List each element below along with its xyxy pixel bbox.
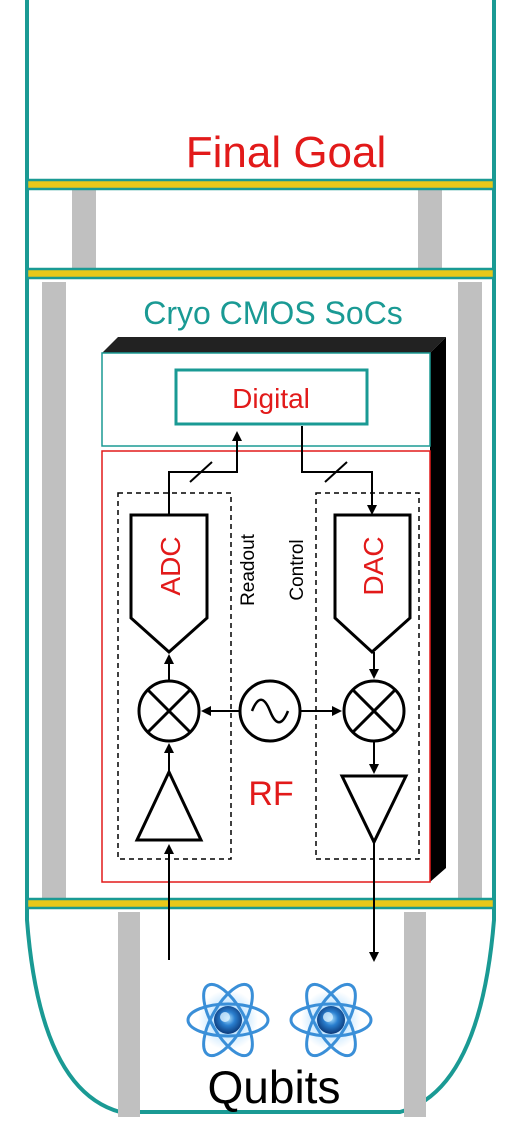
digital-bus (168, 426, 377, 515)
qubits-label: Qubits (208, 1061, 341, 1113)
cryostat-outline (25, 0, 496, 1114)
digital-block (174, 368, 369, 426)
oscillator (238, 679, 302, 743)
readout-label: Readout (238, 533, 259, 606)
qubit-icon-left (186, 982, 270, 1058)
readout-mixer (137, 679, 201, 743)
stage-plates (25, 178, 496, 910)
digital-label: Digital (232, 383, 310, 414)
control-mixer (342, 679, 406, 743)
qubit-icon-right (289, 982, 373, 1058)
control-driver (339, 774, 409, 846)
control-label: Control (287, 539, 308, 600)
cryo-cmos-title: Cryo CMOS SoCs (143, 295, 403, 331)
rf-label: RF (248, 775, 293, 813)
dac-label: DAC (358, 536, 389, 595)
readout-channel-box (117, 492, 232, 860)
support-posts (42, 188, 482, 1117)
dac-block (333, 513, 412, 655)
signal-paths (164, 652, 379, 962)
adc-block (129, 513, 209, 655)
final-goal-title: Final Goal (186, 128, 387, 177)
adc-label: ADC (155, 536, 186, 595)
readout-lna (134, 768, 204, 842)
